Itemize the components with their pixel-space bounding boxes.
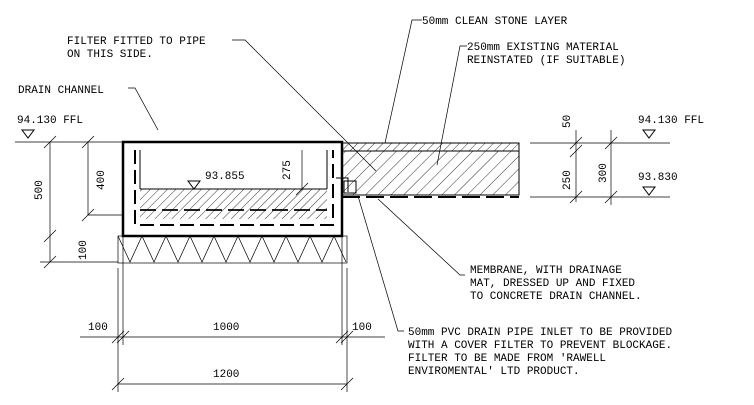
dim-tick [111, 377, 125, 391]
pipe-note-line-3: FILTER TO BE MADE FROM 'RAWELL [408, 353, 606, 365]
dim-tick [116, 330, 130, 344]
ground-buildup [336, 142, 520, 198]
dim-tick [569, 136, 583, 150]
drain-channel [121, 140, 344, 238]
existing-material-line-2: REINSTATED (IF SUITABLE) [467, 55, 625, 67]
dim-bottom-1200: 1200 [213, 369, 239, 381]
dim-tick [335, 330, 349, 344]
dim-400-label: 400 [96, 170, 108, 190]
pvc-pipe-inlet [343, 180, 357, 194]
dim-300-label: 300 [598, 163, 610, 183]
sub-base-outline [117, 235, 348, 264]
dim-250-label: 250 [562, 170, 574, 190]
pipe-note-line-2: WITH A COVER FILTER TO PREVENT BLOCKAGE. [408, 340, 672, 352]
drain-channel-label: DRAIN CHANNEL [18, 85, 104, 97]
right-ffl-triangle [642, 129, 656, 139]
bottom-dimensions: 100 1000 100 1200 [80, 236, 385, 392]
inner-membrane [134, 150, 334, 226]
pipe-leader [357, 195, 404, 332]
dim-500-label: 500 [34, 180, 46, 200]
level-water: 93.855 [187, 171, 245, 190]
dim-50-label: 50 [562, 115, 574, 128]
pipe-note-line-1: 50mm PVC DRAIN PIPE INLET TO BE PROVIDED [408, 327, 672, 339]
left-ffl-triangle [21, 129, 35, 139]
left-dimensions: 500 400 100 [34, 135, 123, 269]
sub-base-layer [117, 235, 348, 264]
dim-bottom-1000: 1000 [213, 322, 239, 334]
membrane-note-line-1: MEMBRANE, WITH DRAINAGE [470, 265, 622, 277]
dim-tick [569, 190, 583, 204]
left-ffl-label: 94.130 FFL [17, 115, 83, 127]
membrane-note-line-3: TO CONCRETE DRAIN CHANNEL. [470, 291, 642, 303]
right-dimensions: 50 250 300 [562, 115, 618, 205]
sub-base-zigzag [117, 235, 347, 263]
existing-material-band [341, 150, 520, 196]
dim-tick [340, 330, 354, 344]
water-level-triangle [187, 180, 201, 190]
dim-tick [569, 144, 583, 158]
dim-tick [295, 182, 309, 196]
dim-bottom-100-right: 100 [352, 322, 372, 334]
dim-100-label: 100 [78, 240, 90, 260]
level-right-lower: 93.830 [530, 172, 678, 198]
right-lower-label: 93.830 [638, 172, 678, 184]
filter-note-line-2: ON THIS SIDE. [67, 49, 153, 61]
pipe-filter [336, 177, 349, 192]
channel-base-hatch [140, 189, 327, 219]
existing-material-leader [436, 45, 467, 166]
dim-275-label: 275 [282, 160, 294, 180]
right-lower-triangle [642, 186, 656, 196]
dim-bottom-100-left: 100 [88, 322, 108, 334]
drain-channel-leader [128, 87, 159, 131]
dim-tick [604, 190, 618, 204]
water-level-label: 93.855 [205, 171, 245, 183]
annotations: FILTER FITTED TO PIPE ON THIS SIDE. DRAI… [18, 16, 672, 378]
pipe-note-line-4: ENVIROMENTAL' LTD PRODUCT. [408, 366, 580, 378]
stone-layer-band [341, 142, 520, 152]
stone-layer-label: 50mm CLEAN STONE LAYER [422, 16, 568, 28]
dim-tick [111, 330, 125, 344]
filter-leader [232, 39, 377, 172]
stone-layer-leader [384, 19, 422, 144]
level-right-ffl: 94.130 FFL [530, 115, 704, 144]
inner-dimension: 275 [282, 150, 309, 196]
membrane-leader [377, 198, 465, 276]
membrane-note-line-2: MAT, DRESSED UP AND FIXED [470, 278, 635, 290]
right-ffl-label: 94.130 FFL [638, 115, 704, 127]
dim-tick [43, 135, 57, 149]
dim-tick [604, 136, 618, 150]
dim-tick [81, 135, 95, 149]
filter-note-line-1: FILTER FITTED TO PIPE [67, 36, 206, 48]
dim-tick [340, 377, 354, 391]
existing-material-line-1: 250mm EXISTING MATERIAL [467, 42, 619, 54]
level-left-ffl: 94.130 FFL [15, 115, 123, 143]
